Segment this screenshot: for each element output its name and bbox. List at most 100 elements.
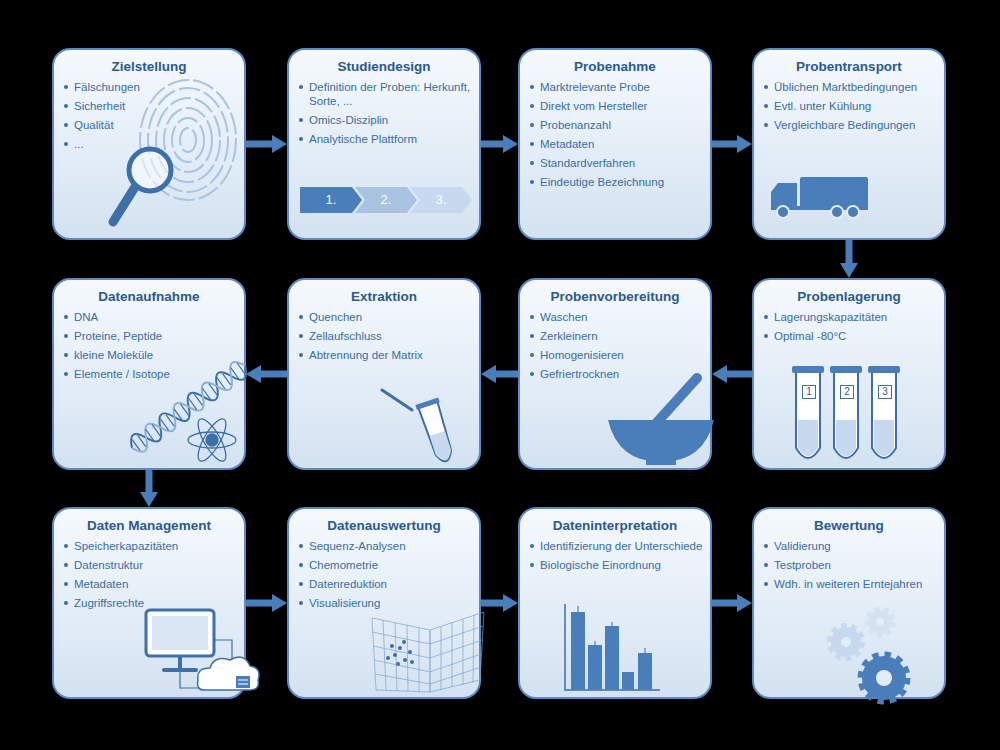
arrow-head xyxy=(481,365,496,383)
tube-label: 3 xyxy=(878,385,892,399)
process-box: ZielstellungFälschungenSicherheitQualitä… xyxy=(52,48,246,240)
bullet-dot xyxy=(530,372,534,376)
bullet-row: Sequenz-Analysen xyxy=(299,539,473,553)
bullet-text: Datenreduktion xyxy=(309,578,387,590)
bullet-row: Direkt vom Hersteller xyxy=(530,99,704,113)
bullet-dot xyxy=(299,353,303,357)
step-number: 2. xyxy=(355,192,417,207)
bullet-row: Datenreduktion xyxy=(299,577,473,591)
bullet-text: Fälschungen xyxy=(74,81,140,93)
box-heading: Bewertung xyxy=(754,518,944,533)
bullet-row: Evtl. unter Kühlung xyxy=(764,99,938,113)
grid-plot xyxy=(372,612,484,692)
step-chevron: 3. xyxy=(410,187,472,213)
process-box: ProbentransportÜblichen Marktbedingungen… xyxy=(752,48,946,240)
bullet-dot xyxy=(64,563,68,567)
bullet-dot xyxy=(764,315,768,319)
bullet-text: Waschen xyxy=(540,311,588,323)
box-heading: Zielstellung xyxy=(54,59,244,74)
box-heading: Datenauswertung xyxy=(289,518,479,533)
bullet-row: Proteine, Peptide xyxy=(64,329,238,343)
bullet-list: LagerungskapazitätenOptimal -80°C xyxy=(764,310,938,343)
bullet-dot xyxy=(64,123,68,127)
bullet-dot xyxy=(299,85,303,89)
bullet-list: Identifizierung der UnterschiedeBiologis… xyxy=(530,539,704,572)
arrow-head xyxy=(246,365,261,383)
bullet-row: Zerkleinern xyxy=(530,329,704,343)
bullet-row: Metadaten xyxy=(64,577,238,591)
bullet-list: WaschenZerkleinernHomogenisierenGefriert… xyxy=(530,310,704,381)
flow-arrow xyxy=(712,594,752,612)
bullet-dot xyxy=(299,315,303,319)
arrow-shaft xyxy=(727,371,752,378)
truck-icon xyxy=(771,177,868,218)
arrow-shaft xyxy=(496,371,518,378)
atom-icon xyxy=(188,415,236,465)
arrow-shaft xyxy=(846,240,853,263)
arrow-head xyxy=(140,492,158,507)
magnifier-icon xyxy=(113,149,171,222)
bullet-text: Wdh. in weiteren Erntejahren xyxy=(774,578,922,590)
bullet-text: Probenanzahl xyxy=(540,119,611,131)
box-heading: Probenlagerung xyxy=(754,289,944,304)
bullet-row: Biologische Einordnung xyxy=(530,558,704,572)
flow-arrow xyxy=(481,365,518,383)
bullet-dot xyxy=(299,118,303,122)
bullet-dot xyxy=(299,601,303,605)
bullet-dot xyxy=(299,544,303,548)
arrow-shaft xyxy=(481,141,503,148)
bullet-dot xyxy=(64,582,68,586)
box-heading: Datenaufnahme xyxy=(54,289,244,304)
bullet-text: Sequenz-Analysen xyxy=(309,540,406,552)
arrow-head xyxy=(272,594,287,612)
bullet-dot xyxy=(299,563,303,567)
mortar-icon xyxy=(608,378,714,465)
bullet-row: Analytische Plattform xyxy=(299,132,473,146)
bullet-text: Speicherkapazitäten xyxy=(74,540,178,552)
bullet-text: Evtl. unter Kühlung xyxy=(774,100,871,112)
arrow-head xyxy=(503,594,518,612)
arrow-shaft xyxy=(246,141,272,148)
bullet-dot xyxy=(530,85,534,89)
bullet-text: ... xyxy=(74,138,84,150)
flow-arrow xyxy=(481,594,518,612)
process-box: ExtraktionQuenchenZellaufschlussAbtrennu… xyxy=(287,278,481,470)
bullet-text: Omics-Disziplin xyxy=(309,114,388,126)
bullet-row: Zugriffsrechte xyxy=(64,596,238,610)
bullet-row: Standardverfahren xyxy=(530,156,704,170)
bullet-text: Gefriertrocknen xyxy=(540,368,619,380)
arrow-shaft xyxy=(712,141,737,148)
box-heading: Daten Management xyxy=(54,518,244,533)
tube-number: 2 xyxy=(844,386,850,397)
step-chevron: 2. xyxy=(355,187,417,213)
bullet-row: Datenstruktur xyxy=(64,558,238,572)
bullet-row: Gefriertrocknen xyxy=(530,367,704,381)
bullet-dot xyxy=(530,180,534,184)
bullet-row: Probenanzahl xyxy=(530,118,704,132)
bullet-list: SpeicherkapazitätenDatenstrukturMetadate… xyxy=(64,539,238,610)
bullet-list: DNAProteine, Peptidekleine MoleküleEleme… xyxy=(64,310,238,381)
bullet-dot xyxy=(530,334,534,338)
arrow-shaft xyxy=(481,600,503,607)
bullet-text: Lagerungskapazitäten xyxy=(774,311,887,323)
bullet-text: Biologische Einordnung xyxy=(540,559,661,571)
box-heading: Probenvorbereitung xyxy=(520,289,710,304)
bullet-dot xyxy=(64,334,68,338)
bullet-text: Visualisierung xyxy=(309,597,380,609)
bullet-text: Direkt vom Hersteller xyxy=(540,100,647,112)
bullet-dot xyxy=(764,104,768,108)
scatter-points xyxy=(386,640,414,666)
bullet-dot xyxy=(64,85,68,89)
arrow-head xyxy=(840,263,858,278)
process-box: DatenauswertungSequenz-AnalysenChemometr… xyxy=(287,507,481,699)
bullet-row: Homogenisieren xyxy=(530,348,704,362)
bullet-text: Qualität xyxy=(74,119,114,131)
bullet-text: kleine Moleküle xyxy=(74,349,153,361)
process-box: ProbenlagerungLagerungskapazitätenOptima… xyxy=(752,278,946,470)
process-box: Daten ManagementSpeicherkapazitätenDaten… xyxy=(52,507,246,699)
bullet-dot xyxy=(64,544,68,548)
bullet-dot xyxy=(764,563,768,567)
bullet-dot xyxy=(64,601,68,605)
bullet-list: FälschungenSicherheitQualität... xyxy=(64,80,238,151)
bullet-row: Marktrelevante Probe xyxy=(530,80,704,94)
